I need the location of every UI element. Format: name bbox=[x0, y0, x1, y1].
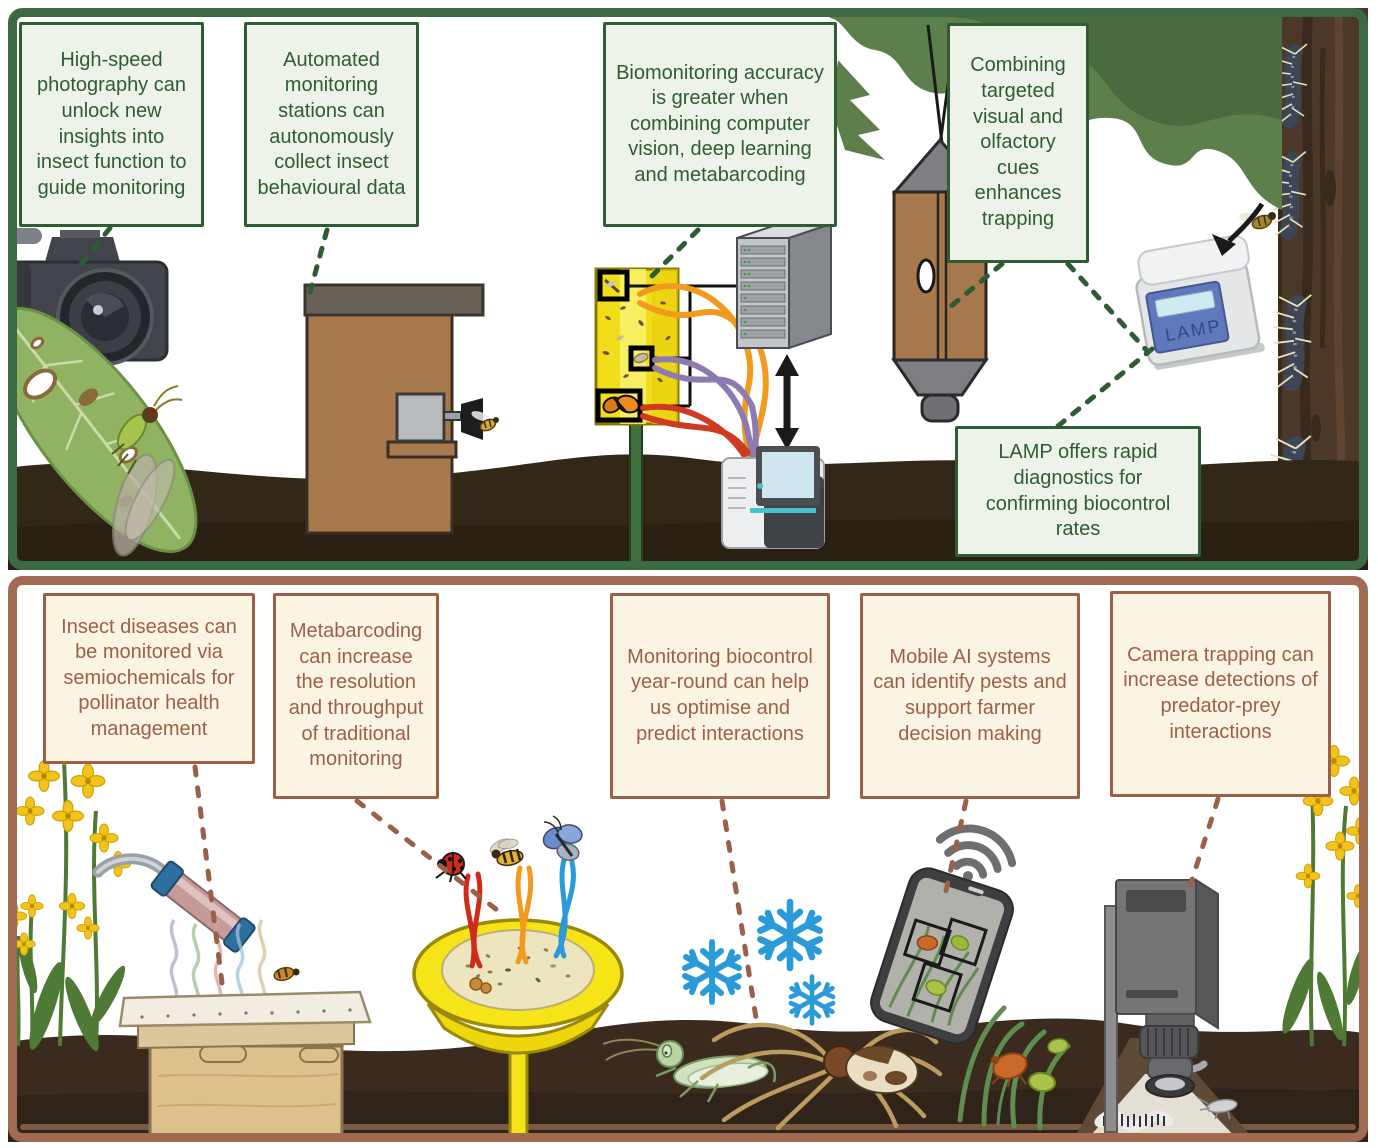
callout-metabarcoding-resolution: Metabarcoding can increase the resolutio… bbox=[273, 593, 439, 799]
callout-text: Metabarcoding can increase the resolutio… bbox=[288, 620, 424, 771]
connector-box-to-lamp bbox=[1065, 261, 1151, 355]
snowflake-icons bbox=[685, 902, 833, 1023]
callout-text: Biomonitoring accuracy is greater when c… bbox=[616, 61, 824, 186]
callout-connectors bbox=[192, 764, 1221, 1021]
callout-insect-diseases: Insect diseases can be monitored via sem… bbox=[43, 593, 255, 764]
callout-text: High-speed photography can unlock new in… bbox=[36, 48, 187, 199]
callout-connectors bbox=[75, 225, 1155, 429]
callout-high-speed-photography: High-speed photography can unlock new in… bbox=[19, 22, 204, 227]
connector-camera-trap bbox=[1187, 796, 1221, 889]
camera-trap-illustration bbox=[1072, 878, 1256, 1142]
dna-helix-group-bottom bbox=[463, 857, 576, 969]
callout-text: Combining targeted visual and olfactory … bbox=[970, 54, 1066, 230]
hanging-funnel-trap-illustration bbox=[891, 24, 989, 423]
callout-mobile-ai: Mobile AI systems can identify pests and… bbox=[860, 593, 1080, 799]
callout-text: LAMP offers rapid diagnostics for confir… bbox=[985, 441, 1171, 541]
leaf-with-insect-illustration bbox=[8, 307, 198, 557]
bottom-panel-frame bbox=[8, 576, 1368, 1142]
smartphone-ai-illustration bbox=[870, 824, 1017, 1045]
connector-diseases bbox=[192, 764, 225, 986]
server-rack-icon bbox=[736, 222, 832, 350]
panel-monitoring-applications: Insect diseases can be monitored via sem… bbox=[8, 576, 1368, 1142]
callout-text: Monitoring biocontrol year-round can hel… bbox=[627, 645, 813, 745]
wasp-icon bbox=[471, 411, 499, 432]
bottom-panel-illustration bbox=[8, 576, 1368, 1142]
callout-text: Mobile AI systems can identify pests and… bbox=[873, 645, 1067, 745]
springtail-icon bbox=[1197, 1097, 1238, 1120]
callout-lamp-diagnostics: LAMP offers rapid diagnostics for confir… bbox=[955, 426, 1201, 557]
connector-trap bbox=[941, 261, 1005, 315]
connector-biocontrol bbox=[719, 798, 759, 1021]
connector-mobile-ai bbox=[941, 798, 969, 903]
grass-with-aphids bbox=[957, 1005, 1071, 1131]
beehive-illustration bbox=[118, 960, 372, 1138]
spider-predation-illustration bbox=[602, 1022, 943, 1131]
data-transfer-arrow bbox=[775, 354, 799, 450]
top-panel-frame bbox=[8, 8, 1368, 570]
callout-biomonitoring-accuracy: Biomonitoring accuracy is greater when c… bbox=[603, 22, 837, 227]
dna-sequencer-icon bbox=[721, 446, 825, 549]
pan-trap-illustration bbox=[412, 918, 624, 1142]
callout-camera-trapping: Camera trapping can increase detections … bbox=[1110, 591, 1331, 797]
dna-helix-group bbox=[637, 283, 769, 461]
monarch-butterfly-icon bbox=[602, 394, 640, 414]
callout-text: Camera trapping can increase detections … bbox=[1123, 643, 1318, 743]
panel-monitoring-technologies: LAMP bbox=[8, 8, 1368, 570]
connector-lamp-box bbox=[1055, 346, 1155, 429]
wasp-icon bbox=[489, 838, 524, 867]
callout-monitoring-biocontrol: Monitoring biocontrol year-round can hel… bbox=[610, 593, 830, 799]
connector-photography bbox=[75, 225, 113, 271]
capture-arrow bbox=[1212, 202, 1265, 256]
semiochemical-sampler-icon bbox=[92, 853, 256, 953]
callout-combining-cues: Combining targeted visual and olfactory … bbox=[947, 23, 1089, 263]
connector-metabarcoding bbox=[354, 798, 500, 913]
connector-biomonitoring bbox=[647, 227, 701, 281]
callout-automated-stations: Automated monitoring stations can autono… bbox=[244, 22, 419, 227]
callout-text: Automated monitoring stations can autono… bbox=[257, 48, 406, 199]
wildflowers-right bbox=[1282, 718, 1368, 1047]
monitoring-station-illustration bbox=[303, 283, 499, 535]
honeybee-icon bbox=[269, 960, 300, 982]
butterfly-icon bbox=[542, 815, 583, 861]
callout-text: Insect diseases can be monitored via sem… bbox=[61, 615, 237, 740]
top-panel-illustration: LAMP bbox=[8, 8, 1368, 570]
wildflowers-left bbox=[8, 722, 132, 1052]
connector-station bbox=[307, 227, 330, 295]
detection-box-icon bbox=[902, 917, 988, 1013]
